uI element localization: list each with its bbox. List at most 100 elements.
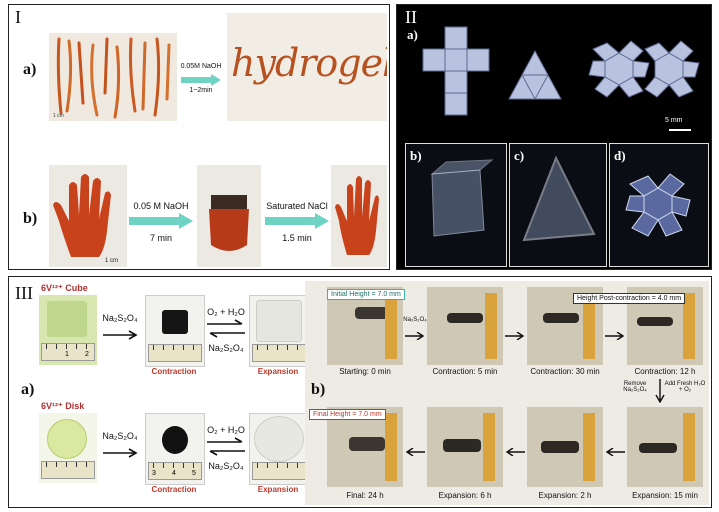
add-label: Add Fresh H₂O + O₂ — [664, 381, 706, 393]
panel-I-a-scale: 1 cm — [53, 113, 64, 119]
folded-cube-photo: b) — [405, 143, 507, 267]
arrow-down-icon — [655, 379, 665, 408]
panel-III: III a) 6V¹²⁺ Cube 1 2 Na₂S₂O₄ Contractio… — [8, 276, 712, 508]
ruler-cube-label-2: 2 — [85, 351, 89, 358]
panel-I-a-label: a) — [23, 61, 37, 78]
ruler-disk-contracted — [148, 462, 202, 480]
panel-III-b-label: b) — [311, 381, 326, 398]
vial-photo-1 — [427, 287, 503, 365]
vial-photo-15min — [627, 407, 703, 487]
panel-II-background: II a) — [397, 5, 711, 269]
folded-star-image — [625, 173, 691, 237]
disk-expansion-label: Expansion — [257, 485, 299, 494]
disk-oxidant: O₂ + H₂O — [207, 425, 245, 435]
arrow-left-icon — [405, 443, 425, 461]
equilibrium-arrows-icon-2 — [207, 437, 245, 462]
panel-I-a-condition-top: 0.05M NaOH — [180, 63, 222, 70]
panel-II-c-label: c) — [514, 148, 525, 163]
panel-I-a-condition-bottom: 1~2min — [189, 87, 213, 94]
cube-contraction-label: Contraction — [151, 367, 197, 376]
panel-II-d-label: d) — [614, 148, 626, 163]
ruler-disk-label-3: 3 — [152, 470, 156, 477]
hand-photo-folded — [197, 165, 261, 267]
disk-contraction-label: Contraction — [151, 485, 197, 494]
hand-photo-restored — [331, 165, 387, 267]
ruler-cube-label-1: 1 — [65, 351, 69, 358]
arrow-left-icon-3 — [605, 443, 625, 461]
panel-I-b-step2-bottom: 1.5 min — [282, 233, 312, 243]
vial-photo-6h — [427, 407, 503, 487]
cube-expansion-label: Expansion — [257, 367, 299, 376]
hand-shape-image — [53, 174, 111, 257]
sequence-reagent: Na₂S₂O₄ — [403, 317, 427, 323]
seq-bottom-2: Expansion: 2 h — [538, 491, 592, 500]
cube-sample — [47, 301, 87, 337]
arrow-right-icon — [181, 73, 221, 91]
origami-nets-image — [422, 26, 700, 131]
remove-label: Remove Na₂S₂O₄ — [623, 381, 647, 393]
disk-title: 6V¹²⁺ Disk — [41, 401, 85, 411]
seq-top-3: Contraction: 12 h — [634, 367, 696, 376]
vial-photo-2h — [527, 407, 603, 487]
panel-I-b-step1-top: 0.05 M NaOH — [133, 201, 189, 211]
cube-photo-expanded — [249, 295, 309, 367]
seq-top-2: Contraction: 30 min — [530, 367, 600, 376]
hand-restored-image — [335, 176, 379, 255]
panel-II-b-label: b) — [410, 148, 422, 163]
cube-photo-contracted — [145, 295, 205, 367]
equilibrium-arrows-icon — [207, 319, 245, 344]
panel-I-b-scale: 1 cm — [105, 258, 119, 264]
seq-bottom-3: Expansion: 15 min — [632, 491, 698, 500]
panel-I-b-step2-top: Saturated NaCl — [266, 201, 328, 211]
final-height-tag: Final Height = 7.0 mm — [309, 409, 386, 420]
disk-photo-expanded — [249, 413, 309, 485]
cube-title: 6V¹²⁺ Cube — [41, 283, 88, 293]
panel-II-roman: II — [405, 7, 417, 27]
cube-oxidant: O₂ + H₂O — [207, 307, 245, 317]
disk-reductant: Na₂S₂O₄ — [208, 461, 244, 471]
arrow-right-icon-6 — [405, 327, 425, 345]
disk-expanded-sample — [254, 416, 304, 462]
sequence-area: b) Initial Height = 7.0 mm Height Post-c… — [305, 281, 709, 505]
seq-bottom-1: Expansion: 6 h — [438, 491, 492, 500]
vial-photo-final — [327, 407, 403, 487]
vial-photo-0 — [327, 287, 403, 365]
cube-reagent: Na₂S₂O₄ — [102, 313, 138, 323]
arrow-right-icon-8 — [605, 327, 625, 345]
hydrogel-strips-image — [56, 37, 171, 119]
ruler-disk-expanded — [252, 462, 306, 480]
ruler-cube-expanded — [252, 344, 306, 362]
hydrogel-word: hydrogel — [231, 41, 387, 85]
arrow-right-icon-7 — [505, 327, 525, 345]
seq-top-0: Starting: 0 min — [339, 367, 391, 376]
disk-photo-initial — [39, 413, 97, 483]
arrow-left-icon-2 — [505, 443, 525, 461]
ruler-cube-contracted — [148, 344, 202, 362]
arrow-right-icon-2 — [129, 213, 193, 234]
panel-I-b-label: b) — [23, 210, 38, 227]
panel-I-b-step1-bottom: 7 min — [149, 233, 172, 243]
ruler-disk-label-4: 4 — [172, 470, 176, 477]
folded-star-photo: d) — [609, 143, 709, 267]
hydrogel-word-photo: hydrogel — [227, 13, 387, 121]
post-contraction-tag: Height Post-contraction = 4.0 mm — [573, 293, 686, 304]
panel-III-roman: III — [15, 283, 33, 303]
disk-photo-contracted: 3 4 5 — [145, 413, 205, 485]
ruler-disk — [41, 461, 95, 479]
disk-reagent: Na₂S₂O₄ — [102, 431, 138, 441]
hand-photo-initial: 1 cm — [49, 165, 127, 267]
disk-contracted-sample — [162, 426, 188, 454]
panel-II-a-label: a) — [407, 27, 418, 42]
panel-I-roman: I — [15, 7, 21, 27]
cube-contracted-sample — [162, 310, 188, 334]
ruler-cube — [41, 343, 95, 361]
arrow-right-icon-4 — [103, 327, 139, 345]
folded-cube-image — [430, 159, 494, 237]
cube-expanded-sample — [256, 300, 302, 342]
hydrogel-strips-photo: 1 cm — [49, 33, 177, 121]
initial-height-tag: Initial Height = 7.0 mm — [327, 289, 405, 300]
ruler-disk-label-5: 5 — [192, 470, 196, 477]
folded-pyramid-photo: c) — [509, 143, 607, 267]
folded-pyramid-image — [522, 155, 596, 242]
hand-folded-image — [209, 195, 249, 251]
